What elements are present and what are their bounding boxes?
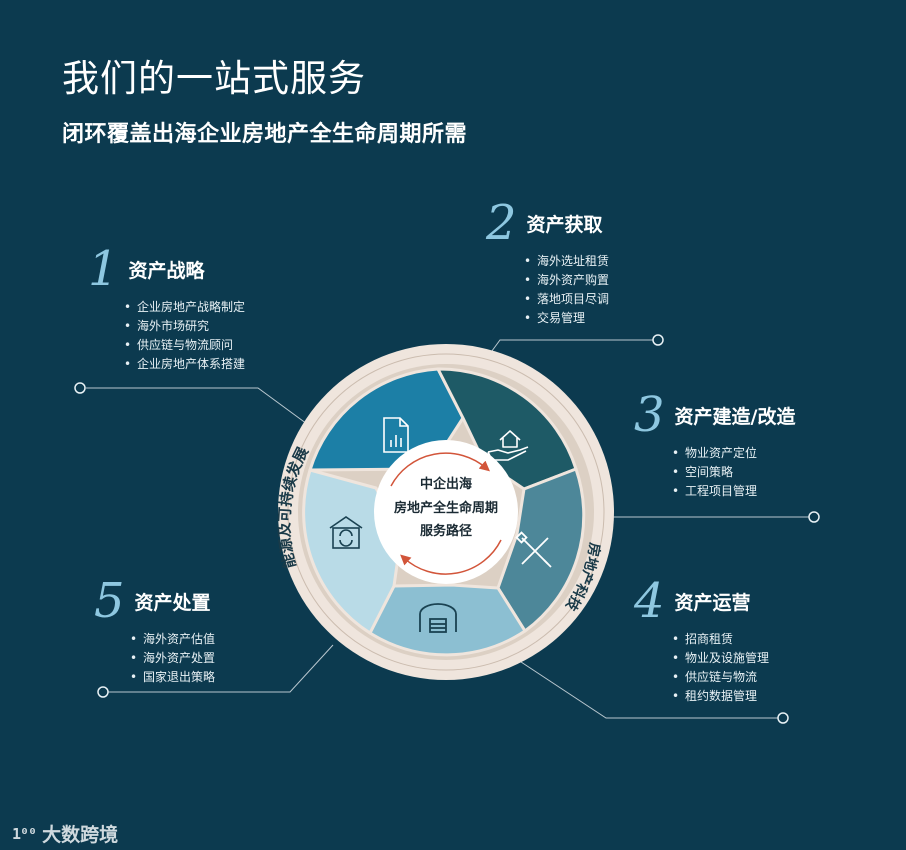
section-asset-disposal: 5 资产处置 海外资产估值 海外资产处置 国家退出策略: [94, 576, 215, 687]
section-asset-construction: 3 资产建造/改造 物业资产定位 空间策略 工程项目管理: [634, 390, 796, 501]
brand-logo: 1⁰⁰ 大数跨境: [12, 820, 118, 847]
document-chart-icon: [383, 417, 409, 453]
section-asset-operation: 4 资产运营 招商租赁 物业及设施管理 供应链与物流 租约数据管理: [634, 576, 769, 706]
section-title: 资产获取: [526, 213, 603, 236]
segment-asset-operation: [368, 583, 527, 657]
list-item: 海外选址租赁: [524, 252, 609, 271]
section-title: 资产建造/改造: [674, 405, 796, 428]
list-item: 空间策略: [672, 463, 796, 482]
list-item: 物业及设施管理: [672, 649, 769, 668]
list-item: 企业房地产战略制定: [124, 298, 245, 317]
list-item: 工程项目管理: [672, 482, 796, 501]
section-number: 5: [94, 573, 125, 629]
list-item: 租约数据管理: [672, 687, 769, 706]
center-text-line3: 服务路径: [420, 523, 472, 539]
connector-dot-1: [74, 382, 86, 394]
section-title: 资产运营: [674, 591, 751, 614]
connector-lines: [86, 339, 814, 719]
list-item: 交易管理: [524, 309, 609, 328]
list-item: 国家退出策略: [130, 668, 215, 687]
list-item: 供应链与物流顾问: [124, 336, 245, 355]
list-item: 物业资产定位: [672, 444, 796, 463]
list-item: 供应链与物流: [672, 668, 769, 687]
center-arrow-bottom: [400, 539, 502, 575]
list-item: 海外资产购置: [524, 271, 609, 290]
connector-dot-4: [777, 712, 789, 724]
connector-dot-2: [652, 334, 664, 346]
connector-4: [514, 657, 783, 719]
tools-icon: [515, 531, 552, 568]
page-title: 我们的一站式服务: [62, 57, 366, 100]
section-number: 4: [634, 573, 665, 629]
list-item: 海外资产处置: [130, 649, 215, 668]
section-asset-strategy: 1 资产战略 企业房地产战略制定 海外市场研究 供应链与物流顾问 企业房地产体系…: [88, 244, 245, 374]
list-item: 海外资产估值: [130, 630, 215, 649]
center-arrow-top: [390, 452, 490, 487]
connector-dot-5: [97, 686, 109, 698]
ring-guide: [287, 353, 605, 671]
center-circle: [374, 440, 518, 584]
section-title: 资产处置: [134, 591, 211, 614]
page-subtitle: 闭环覆盖出海企业房地产全生命周期所需: [62, 122, 468, 147]
section-asset-acquisition: 2 资产获取 海外选址租赁 海外资产购置 落地项目尽调 交易管理: [486, 198, 609, 328]
building-recycle-icon: [329, 516, 363, 549]
list-item: 海外市场研究: [124, 317, 245, 336]
warehouse-icon: [419, 603, 457, 633]
center-text-line1: 中企出海: [420, 476, 472, 492]
list-item: 招商租赁: [672, 630, 769, 649]
section-number: 2: [486, 195, 517, 251]
connector-dot-3: [808, 511, 820, 523]
connector-1: [86, 387, 319, 433]
list-item: 落地项目尽调: [524, 290, 609, 309]
logo-mark: 1⁰⁰: [12, 824, 37, 843]
section-number: 3: [634, 387, 665, 443]
section-title: 资产战略: [128, 259, 205, 282]
list-item: 企业房地产体系搭建: [124, 355, 245, 374]
center-text-line2: 房地产全生命周期: [394, 500, 498, 516]
section-number: 1: [88, 241, 119, 297]
hand-house-icon: [487, 430, 529, 461]
connector-5: [108, 644, 334, 693]
logo-text: 大数跨境: [42, 824, 119, 846]
